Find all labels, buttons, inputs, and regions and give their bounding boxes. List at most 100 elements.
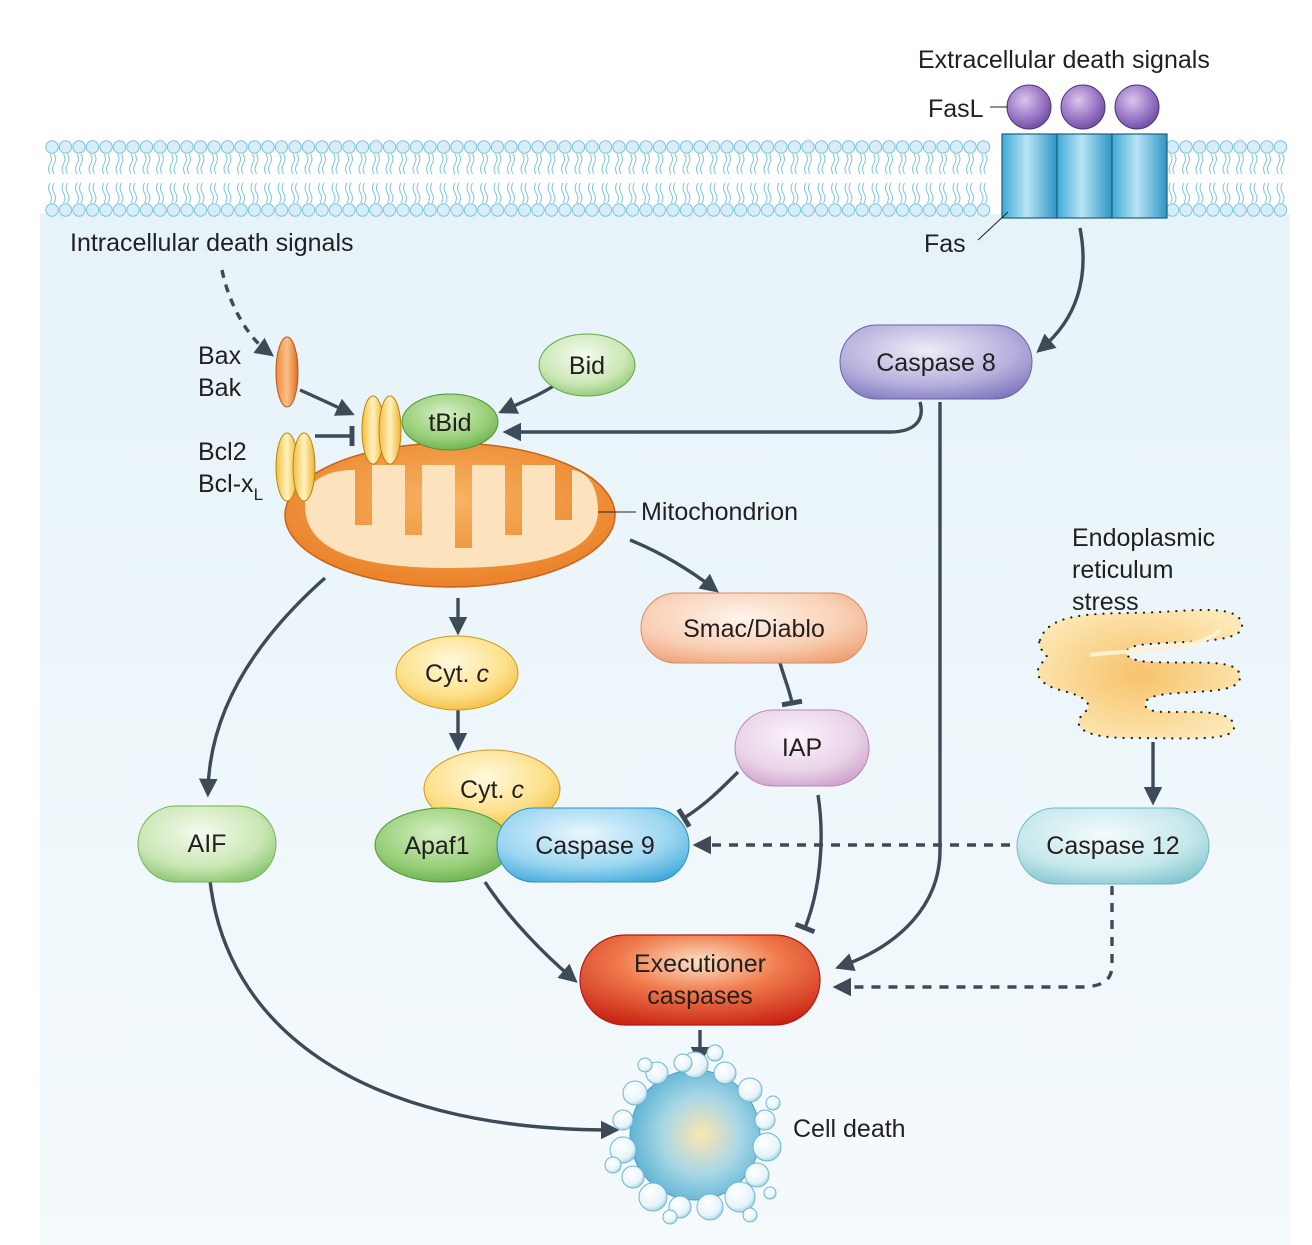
lipid-head [1246,140,1261,154]
lipid-tail [223,182,232,204]
node-aif: AIF [137,805,277,883]
lipid-head [72,203,86,217]
lipid-head [693,203,707,217]
node-tbid: tBid [401,393,499,451]
lipid-tail [372,182,380,204]
lipid-head [760,203,775,217]
lipid-tail [1195,182,1204,204]
iap-label: IAP [782,734,822,762]
lipid-tail [925,182,934,204]
node-caspase12: Caspase 12 [1016,807,1210,885]
lipid-tail [412,153,421,175]
lipid-head [369,203,383,217]
lipid-head [463,203,478,217]
lipid-tail [156,182,164,204]
lipid-tail [804,153,812,175]
lipid-tail [291,153,299,175]
node-apaf1: Apaf1 [374,807,512,883]
lipid-head [652,140,667,154]
tbid-label: tBid [428,409,471,437]
lipid-tail [466,182,475,204]
lipid-tail [372,153,380,175]
lipid-tail [88,153,97,175]
lipid-tail [412,182,421,204]
lipid-head [882,203,896,217]
lipid-tail [817,153,826,175]
lipid-head [1179,203,1193,217]
lipid-tail [291,182,299,204]
node-cytc: Cyt. c [395,635,519,711]
lipid-head [1273,203,1288,217]
cell-bleb [742,1207,758,1223]
cytc-label-main: Cyt. [425,660,476,688]
lipid-tail [169,182,178,204]
lipid-tail [952,153,961,175]
lipid-head [45,140,59,154]
lipid-head [801,203,815,217]
lipid-tail [696,153,704,175]
lipid-tail [264,153,272,175]
lipid-tail [1236,182,1244,204]
lipid-head [963,203,977,217]
lipid-head [1192,140,1207,154]
lipid-head [139,140,154,154]
lipid-head [139,203,154,217]
lipid-head [1260,140,1274,154]
node-smac-diablo: Smac/Diablo [640,592,868,664]
lipid-tail [520,182,529,204]
lipid-head [571,203,586,217]
lipid-head [301,203,316,217]
lipid-tail [210,182,218,204]
cell-bleb [765,1095,781,1111]
lipid-tail [210,153,218,175]
lipid-tail [142,182,151,204]
mitochondrion [284,442,616,588]
lipid-head [409,203,424,217]
lipid-tail [547,182,556,204]
lipid-tail [277,153,286,175]
lipid-head [112,140,127,154]
lipid-head [166,140,181,154]
intracellular-label: Intracellular death signals [70,229,354,257]
cell-bleb [706,1044,724,1062]
lipid-head [544,203,559,217]
caspase9-label: Caspase 9 [535,832,655,860]
lipid-tail [723,182,731,204]
lipid-head [153,140,167,154]
lipid-head [328,203,343,217]
arrow-bid-to-tbid [498,383,556,414]
lipid-head [517,140,532,154]
lipid-head [504,140,518,154]
lipid-tail [250,182,259,204]
lipid-head [247,203,262,217]
lipid-head [58,140,73,154]
lipid-head [828,140,842,154]
lipid-head [571,140,586,154]
lipid-tail [358,153,367,175]
lipid-tail [763,182,772,204]
lipid-head [261,203,275,217]
lipid-tail [750,182,758,204]
lipid-head [787,203,802,217]
lipid-head [720,140,734,154]
bclxl-label-subscript: L [254,485,263,504]
lipid-head [625,203,640,217]
lipid-head [841,203,856,217]
lipid-head [1179,140,1193,154]
lipid-tail [61,182,70,204]
lipid-head [544,140,559,154]
inhibit-iap-to-caspase9 [676,770,740,828]
lipid-tail [102,153,110,175]
lipid-head [909,203,923,217]
aif-label: AIF [188,830,227,858]
lipid-tail [966,182,974,204]
lipid-head [625,140,640,154]
lipid-head [504,203,518,217]
lipid-tail [102,182,110,204]
cell-bleb [622,1080,648,1106]
lipid-head [220,203,235,217]
lipid-head [652,203,667,217]
lipid-tail [561,182,569,204]
cytc-label-italic: c [476,660,489,688]
